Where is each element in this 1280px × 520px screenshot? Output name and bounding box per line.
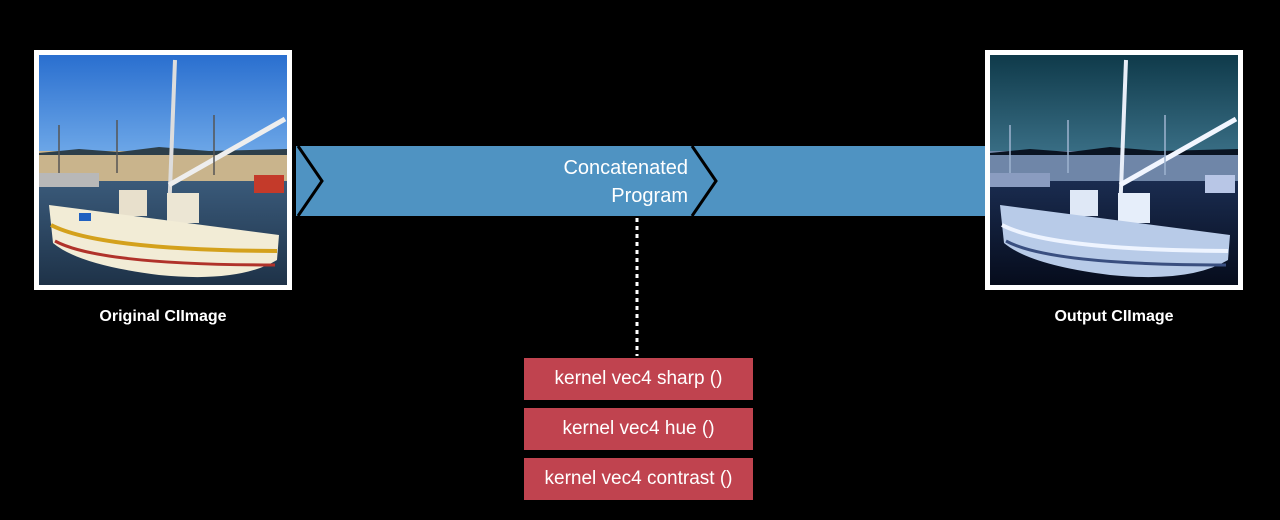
kernel-contrast-box: kernel vec4 contrast () xyxy=(524,458,753,500)
original-image xyxy=(34,50,292,290)
kernel-hue-box: kernel vec4 hue () xyxy=(524,408,753,450)
chevron-right xyxy=(690,145,718,217)
program-label-line2: Program xyxy=(611,185,688,207)
output-image-caption: Output CIImage xyxy=(1054,308,1174,325)
kernel-sharp-box: kernel vec4 sharp () xyxy=(524,358,753,400)
chevron-left xyxy=(296,145,324,217)
original-image-caption: Original CIImage xyxy=(99,308,227,325)
program-band-bar xyxy=(296,146,986,216)
program-label-line1: Concatenated xyxy=(563,157,688,179)
output-image xyxy=(985,50,1243,290)
